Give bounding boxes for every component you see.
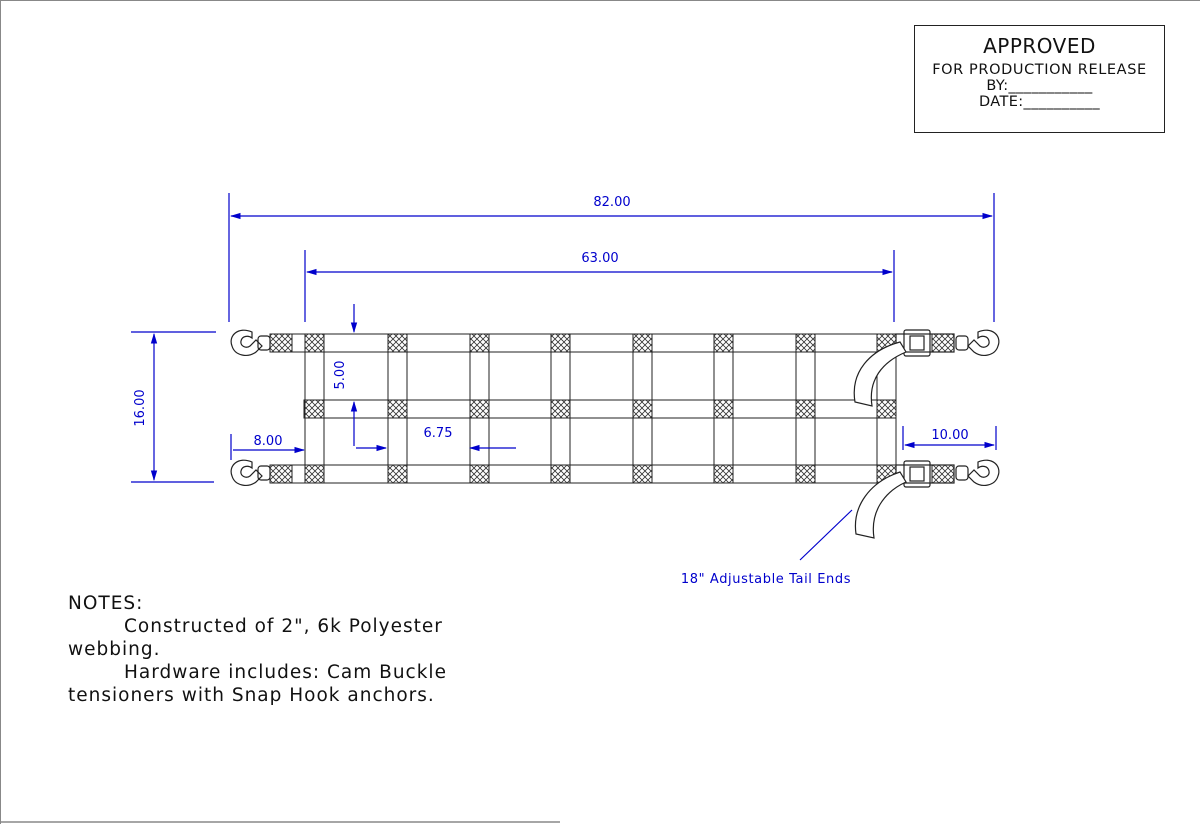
stitch-patch (632, 333, 653, 353)
stitch-patch (713, 464, 734, 484)
stitch-patch (713, 399, 734, 419)
dim-text-8: 8.00 (254, 434, 283, 449)
stitch-patch (304, 464, 325, 484)
stitch-patch (304, 399, 325, 419)
stamp-release: FOR PRODUCTION RELEASE (932, 62, 1147, 78)
stitch-patch (550, 464, 571, 484)
stitch-patch (795, 333, 816, 353)
notes-block: NOTES: Constructed of 2", 6k Polyester w… (68, 592, 478, 707)
notes-heading: NOTES: (68, 593, 144, 614)
stitch-patch (387, 333, 408, 353)
approval-stamp: APPROVED FOR PRODUCTION RELEASE BY:_____… (914, 25, 1165, 133)
stitch-patch (469, 333, 490, 353)
stitch-patch (269, 333, 293, 353)
snap-hook-icon (955, 329, 1000, 356)
snap-hook-icon (230, 329, 271, 356)
dim-text-82: 82.00 (593, 195, 630, 210)
dimension-lines (131, 193, 997, 561)
stitch-patch (795, 399, 816, 419)
stitch-patch (550, 333, 571, 353)
dim-text-5: 5.00 (333, 361, 348, 390)
dim-text-675: 6.75 (424, 426, 453, 441)
dim-text-10: 10.00 (931, 428, 968, 443)
stitch-patches (269, 333, 955, 484)
stitch-patch (931, 464, 955, 484)
stitch-patch (876, 399, 897, 419)
tail-end-bottom (854, 471, 907, 539)
left-hardware (230, 329, 271, 486)
cam-buckle-icon (903, 329, 931, 357)
note-1: Constructed of 2", 6k Polyester webbing. (68, 616, 443, 660)
stitch-patch (469, 464, 490, 484)
callout-text: 18" Adjustable Tail Ends (681, 572, 851, 587)
stitch-patch (387, 399, 408, 419)
stamp-approved: APPROVED (983, 34, 1096, 58)
stitch-patch (269, 464, 293, 484)
stitch-patch (713, 333, 734, 353)
snap-hook-icon (955, 459, 1000, 486)
stitch-patch (795, 464, 816, 484)
cam-buckle-icon (903, 460, 931, 488)
note-2: Hardware includes: Cam Buckle tensioners… (68, 662, 447, 706)
dim-text-63: 63.00 (581, 251, 618, 266)
stamp-date: DATE:__________ (978, 94, 1101, 110)
stitch-patch (632, 464, 653, 484)
snap-hook-icon (230, 459, 271, 486)
stitch-patch (304, 333, 325, 353)
stitch-patch (632, 399, 653, 419)
dim-text-16: 16.00 (133, 389, 148, 426)
stitch-patch (469, 399, 490, 419)
stitch-patch (550, 399, 571, 419)
stitch-patch (387, 464, 408, 484)
stamp-by: BY:___________ (986, 78, 1093, 94)
stitch-patch (931, 333, 955, 353)
callout-leader (799, 509, 853, 561)
right-hardware (853, 329, 1000, 539)
tail-end-top (853, 341, 907, 407)
